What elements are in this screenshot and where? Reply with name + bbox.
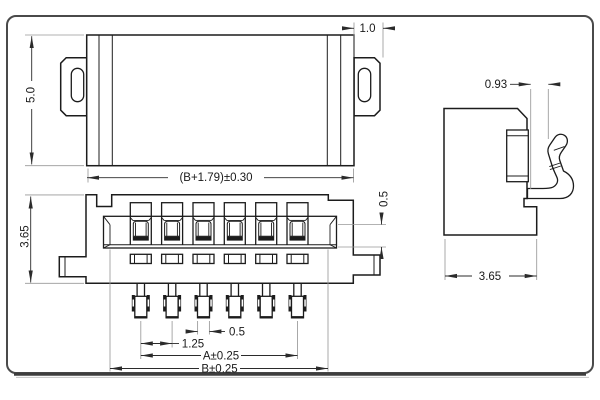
top-view — [59, 34, 381, 167]
dim-label-side-depth: 3.65 — [479, 271, 501, 283]
terminal-6 — [285, 201, 310, 319]
dim-label-span-b: B±0.25 — [201, 363, 237, 375]
ear-slot-left — [70, 67, 85, 103]
top-body — [85, 34, 355, 167]
dim-pin-pitch: 1.25 — [140, 338, 204, 350]
dim-label-slot-depth: 0.5 — [379, 191, 391, 207]
dim-top-body-height: 5.0 — [26, 36, 38, 165]
dim-label-contact-offset: 0.93 — [485, 79, 507, 91]
dim-front-height: 3.65 — [20, 196, 33, 283]
dim-label-pin-pitch: 1.25 — [182, 338, 204, 350]
dim-ear-width: 1.0 — [342, 23, 395, 35]
dim-top-overall-width: (B+1.79)±0.30 — [87, 172, 354, 184]
dim-label-pin-width: 0.5 — [229, 326, 245, 338]
dim-span-a: A±0.25 — [140, 350, 298, 362]
terminal-1 — [129, 201, 153, 319]
dim-label-top-height: 5.0 — [26, 87, 38, 103]
dim-label-top-width: (B+1.79)±0.30 — [179, 172, 252, 184]
front-view — [58, 193, 381, 319]
side-terminal-block — [506, 129, 529, 183]
spring-hook-contact — [526, 133, 575, 200]
dim-label-front-height: 3.65 — [20, 225, 32, 247]
side-view — [443, 107, 575, 236]
dim-slot-depth: 0.5 — [379, 191, 391, 259]
dim-side-depth: 3.65 — [445, 271, 537, 283]
dim-label-span-a: A±0.25 — [203, 350, 239, 362]
terminal-3 — [191, 201, 216, 319]
terminal-4 — [223, 201, 247, 319]
dim-pin-width: 0.5 — [185, 326, 245, 338]
dim-contact-offset: 0.93 — [485, 79, 561, 91]
dim-span-b: B±0.25 — [110, 363, 328, 375]
ear-slot-right — [357, 67, 372, 103]
dim-label-ear-width: 1.0 — [360, 23, 376, 35]
terminal-5 — [254, 201, 278, 319]
terminal-2 — [160, 201, 184, 319]
